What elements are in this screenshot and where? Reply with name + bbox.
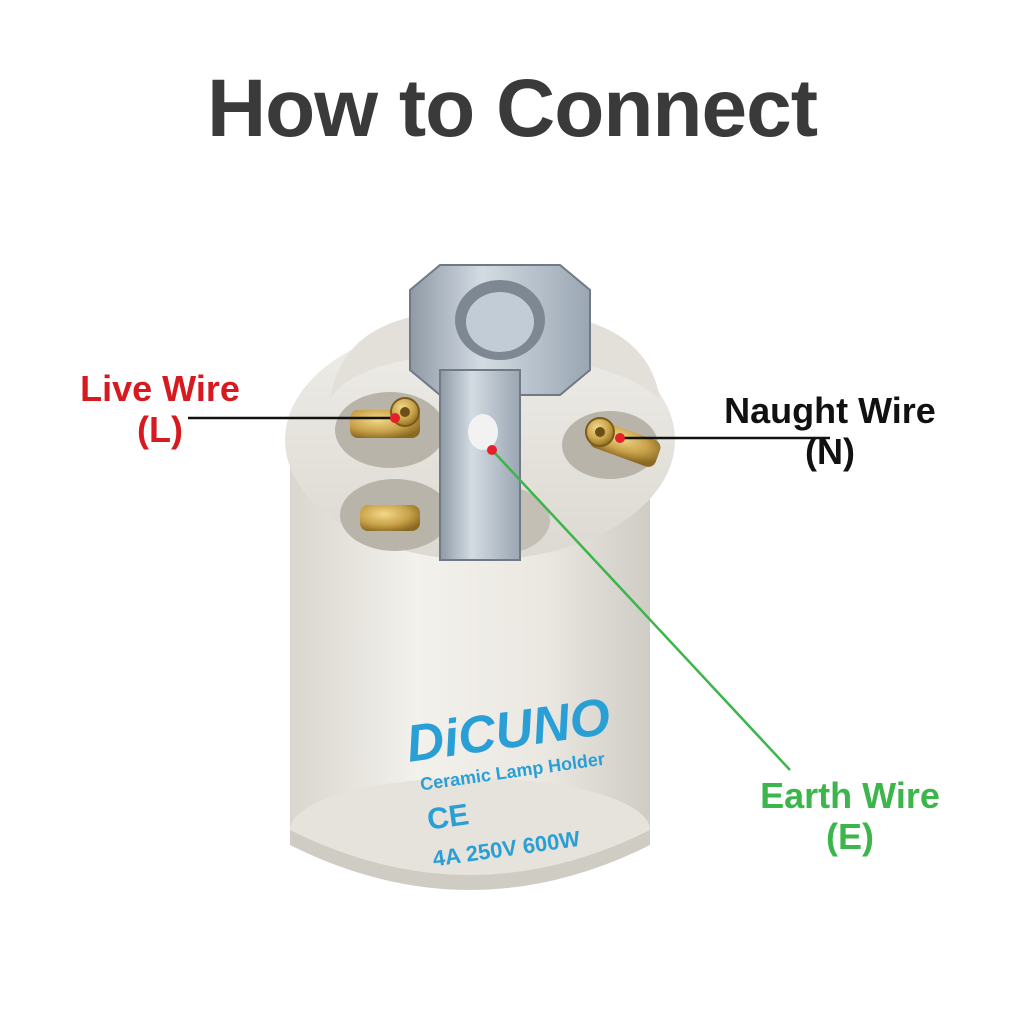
earth-wire-name: Earth Wire	[760, 775, 940, 816]
live-wire-code: (L)	[137, 409, 183, 451]
live-marker-dot	[390, 413, 400, 423]
page-title: How to Connect	[206, 63, 818, 154]
cert-marks: CE	[425, 798, 471, 836]
naught-wire-code: (N)	[805, 431, 855, 473]
neutral-terminal-screw	[585, 417, 661, 467]
live-wire-label: Live Wire (L)	[60, 368, 260, 451]
live-wire-name: Live Wire	[80, 368, 240, 409]
naught-wire-label: Naught Wire (N)	[700, 390, 960, 473]
earth-connector-line	[491, 449, 791, 771]
naught-wire-name: Naught Wire	[724, 390, 936, 431]
metal-bracket	[409, 264, 591, 561]
earth-wire-label: Earth Wire (E)	[735, 775, 965, 858]
lower-terminal-screw	[360, 505, 420, 531]
earth-wire-code: (E)	[826, 816, 874, 858]
neutral-marker-dot	[615, 433, 625, 443]
earth-marker-dot	[487, 445, 497, 455]
